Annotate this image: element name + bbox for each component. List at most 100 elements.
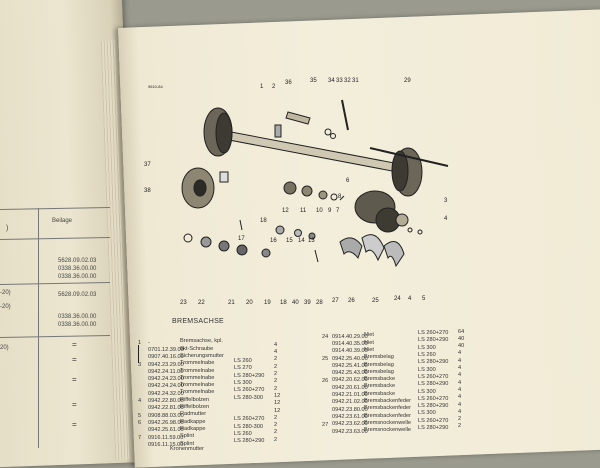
left-code: 0338.36.00.00 (58, 266, 97, 272)
parts-cell-code: 0907.40.16.00 (148, 354, 184, 361)
parts-cell-pos: 4 (138, 398, 142, 405)
parts-cell-code: 0942.20.62.00 (332, 377, 368, 384)
callout: 10 (316, 208, 323, 214)
ring (294, 229, 302, 237)
parts-cell-code: 0914.40.29.00 (332, 333, 368, 340)
parts-cell-code: 0942.21.01.00 (332, 392, 368, 398)
callout: 27 (332, 298, 339, 304)
callout: 16 (270, 238, 277, 244)
parts-cell-name: Bremsbackenfeder (364, 405, 411, 412)
parts-cell-pos: 6 (138, 420, 142, 427)
bracket (285, 111, 311, 125)
parts-cell-code: 0942.24.24.00 (148, 383, 184, 390)
parts-cell-size: LS 300 (418, 388, 436, 395)
parts-cell-size: LS 280+290 (418, 403, 449, 410)
parts-cell-name: Bremsbelag (364, 361, 394, 368)
seal-lower (261, 248, 271, 258)
parts-cell-size: LS 280+290 (234, 438, 265, 445)
callout: 7 (336, 208, 340, 214)
parts-cell-code: 0701.12.39.00 (148, 346, 184, 353)
parts-cell-name: Riffelbolzen (180, 404, 210, 411)
parts-cell-size: LS 260+270 (418, 417, 449, 424)
parts-cell-size: LS 260 (418, 352, 436, 359)
callout: 4 (408, 296, 412, 302)
dash-mark: = (72, 375, 77, 384)
callout: 39 (304, 300, 311, 305)
left-ref: -20) (0, 304, 11, 310)
parts-cell-pos: 27 (322, 421, 329, 428)
parts-cell-code: 0942.21.02.00 (332, 399, 368, 406)
parts-cell-name: Riffelbolzen (180, 396, 210, 403)
callout: 26 (348, 298, 355, 304)
parts-cell-pos: 5 (138, 413, 142, 419)
dash-mark: = (72, 355, 77, 364)
left-code: 0338.36.00.00 (58, 314, 97, 320)
callout: 12 (282, 208, 289, 214)
parts-cell-name: Bremsbacke (364, 390, 396, 397)
parts-cell-name: Trommelnabe (180, 389, 215, 396)
parts-row-partial: Kronenmutter (170, 446, 204, 452)
ring (308, 232, 316, 240)
left-column-label: Beilage (52, 218, 73, 224)
parts-cell-qty: 2 (274, 363, 278, 370)
parts-cell-name: Niet (364, 332, 374, 339)
parts-cell-size: LS 280+290 (418, 425, 449, 432)
parts-cell-qty: 2 (274, 414, 278, 421)
parts-cell-size: LS 260+270 (418, 330, 449, 337)
parts-cell-qty: 2 (274, 429, 278, 436)
parts-cell-name: Bremsnockenwelle (364, 427, 411, 434)
nut (407, 227, 413, 233)
parts-cell-name: Radmutter (180, 411, 207, 418)
left-code: 0338.36.00.00 (58, 322, 97, 328)
lever (341, 99, 349, 131)
callout: 3 (444, 198, 448, 204)
parts-cell-qty: 2 (458, 423, 462, 430)
parts-cell-code: 0942.23.61.00 (332, 413, 368, 420)
left-header: ) (6, 225, 9, 232)
parts-cell-name: Bremsbackenfeder (364, 412, 411, 419)
washer (324, 128, 332, 136)
parts-cell-code: 0942.22.81.00 (148, 405, 184, 412)
parts-cell-qty: 4 (458, 357, 462, 364)
callout: 6 (346, 178, 350, 184)
parts-cell-pos: 25 (322, 355, 329, 362)
callout: 19 (264, 300, 271, 305)
callout: 13 (308, 238, 315, 244)
parts-cell-code: 0942.24.32.00 (148, 390, 184, 397)
parts-cell-name: Radkappe (180, 425, 206, 432)
ring (200, 236, 212, 248)
parts-cell-qty: 2 (274, 378, 278, 385)
parts-cell-qty: 2 (274, 385, 278, 392)
callout: 11 (300, 208, 307, 214)
callout: 38 (144, 188, 151, 194)
split-pin (339, 195, 345, 201)
parts-cell-qty: 40 (458, 335, 465, 342)
change-bar (138, 345, 140, 363)
parts-cell-code: 0942.25.40.00 (332, 355, 368, 362)
bolt (274, 124, 282, 138)
callout: 32 (344, 78, 351, 84)
parts-cell-code: 0942.24.11.00 (148, 368, 184, 375)
left-ref: 20) (0, 345, 9, 351)
callout: 18 (260, 218, 267, 224)
callout: 25 (372, 298, 379, 304)
parts-cell-name: 6kt-Schraube (180, 345, 214, 352)
parts-cell-qty: 4 (458, 408, 462, 415)
callout: 22 (198, 300, 205, 305)
parts-cell-size: LS 280+290 (418, 337, 449, 344)
parts-cell-name: Bremsbelag (364, 354, 394, 361)
callout: 28 (316, 300, 323, 305)
parts-cell-qty: 4 (458, 401, 462, 408)
parts-cell-size: LS 260+270 (418, 395, 449, 402)
bearing-lower (236, 244, 248, 256)
callout: 14 (298, 238, 305, 244)
parts-cell-size: LS 280+290 (234, 372, 265, 379)
callout: 40 (292, 300, 299, 305)
brake-lining (383, 241, 405, 268)
callout: 2 (272, 84, 276, 90)
spring (314, 249, 319, 263)
parts-cell-size: LS 280-300 (234, 423, 263, 430)
callout: 29 (404, 78, 411, 84)
bearing-lower (218, 240, 230, 252)
